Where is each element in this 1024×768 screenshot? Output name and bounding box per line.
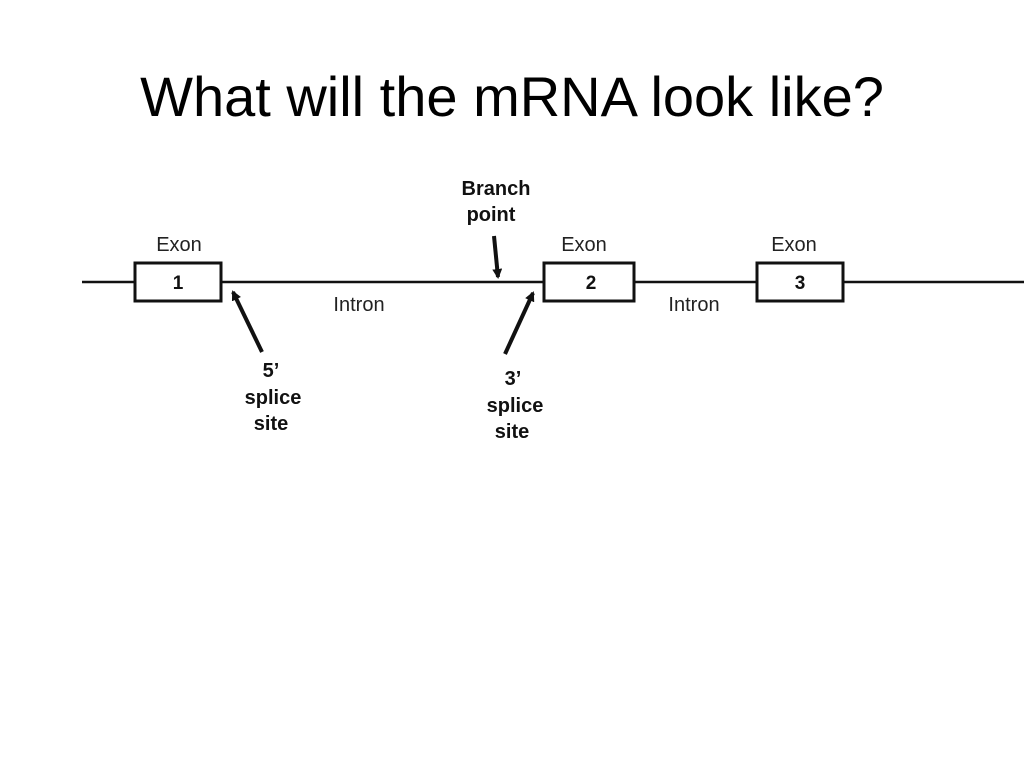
branch-point: Branch point	[462, 178, 531, 279]
exon-2-number: 2	[586, 273, 597, 294]
exon-1-number: 1	[173, 273, 184, 294]
three-prime-label-line1: 3’	[505, 368, 522, 390]
three-prime-label-line3: site	[495, 421, 529, 443]
slide-title: What will the mRNA look like?	[140, 65, 884, 128]
exon-3-number: 3	[795, 273, 806, 294]
exon-1: 1 Exon	[133, 234, 223, 303]
branch-point-arrow	[492, 235, 503, 279]
exon-1-label: Exon	[156, 234, 202, 256]
three-prime-splice-site: 3’ splice site	[487, 291, 544, 443]
three-prime-label-line2: splice	[487, 395, 544, 417]
exon-2-box	[542, 261, 636, 303]
exon-3-box	[755, 261, 845, 303]
three-prime-splice-arrow	[503, 291, 535, 355]
branch-point-label-line1: Branch	[462, 178, 531, 200]
branch-point-label-line2: point	[467, 204, 516, 226]
exon-3-label: Exon	[771, 234, 817, 256]
exon-2-label: Exon	[561, 234, 607, 256]
five-prime-splice-site: 5’ splice site	[231, 290, 302, 435]
five-prime-splice-arrow	[231, 290, 264, 353]
exon-1-box	[133, 261, 223, 303]
exon-3: 3 Exon	[755, 234, 845, 303]
intron-1-label: Intron	[333, 294, 384, 316]
five-prime-label-line1: 5’	[263, 360, 280, 382]
five-prime-label-line3: site	[254, 413, 288, 435]
intron-2-label: Intron	[668, 294, 719, 316]
exon-2: 2 Exon	[542, 234, 636, 303]
five-prime-label-line2: splice	[245, 387, 302, 409]
